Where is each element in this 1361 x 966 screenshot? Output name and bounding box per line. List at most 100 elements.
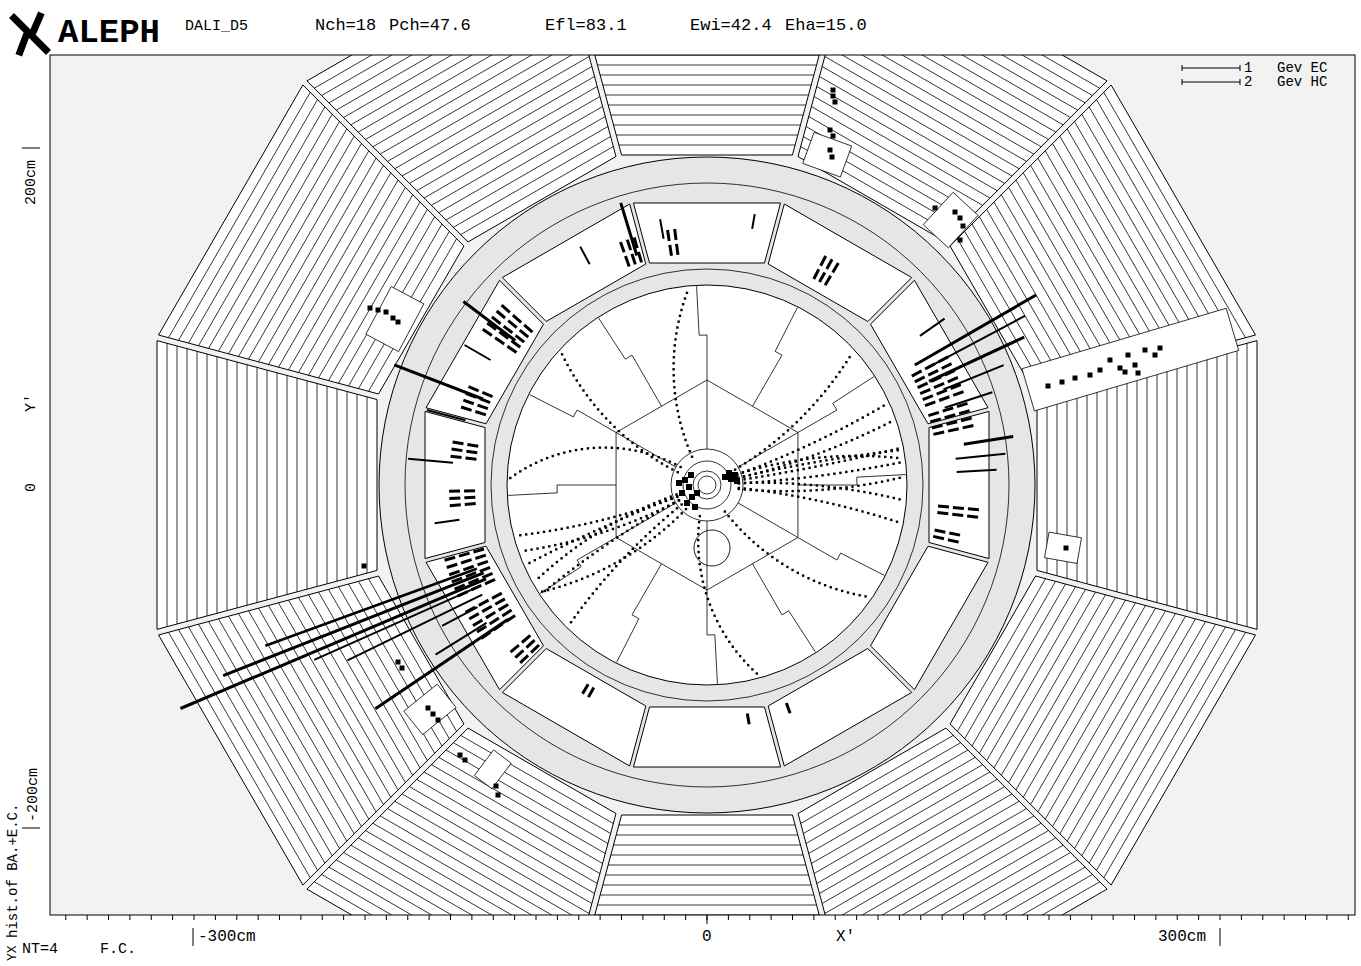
hatch-line [336, 55, 567, 110]
energy-bar [465, 345, 491, 360]
track-hit [636, 445, 638, 447]
hatch-line [424, 772, 600, 874]
track-hit [566, 526, 568, 528]
track-hit [858, 594, 860, 596]
hatch-line [409, 787, 594, 894]
track-hit [735, 650, 737, 652]
hatch-line [819, 787, 1004, 894]
track-hit [867, 512, 869, 514]
track-hit [670, 498, 672, 500]
sector-line [738, 433, 798, 468]
track-hit [667, 505, 669, 507]
track-hit [884, 456, 886, 458]
ecal-hit [928, 370, 938, 375]
track-hit [519, 470, 521, 472]
track-hit [674, 392, 676, 394]
track-hit [679, 466, 681, 468]
hcal-hit [436, 718, 441, 723]
ecal-hit [451, 456, 462, 457]
hcal-hit [1158, 346, 1163, 351]
track-hit [827, 488, 829, 490]
track-hit [813, 461, 815, 463]
track-hit [815, 499, 817, 501]
track-hit [762, 549, 764, 551]
track-hit [773, 473, 775, 475]
sector-line [738, 503, 798, 538]
hatch-line [994, 592, 1096, 768]
axis-tick [1177, 915, 1178, 920]
display-label: Gev HC [1277, 75, 1327, 89]
hatch-line [380, 55, 584, 154]
energy-bar [915, 295, 1036, 365]
display-label: DALI_D5 [185, 19, 248, 34]
tpc-outline [507, 285, 907, 685]
hatch-line [600, 895, 814, 896]
track-hit [595, 588, 597, 590]
track-hit [838, 504, 840, 506]
track-hit [673, 356, 675, 358]
hatch-line [852, 55, 1093, 96]
hatch-line [329, 55, 565, 103]
track-hit [671, 511, 673, 513]
track-hit [575, 580, 577, 582]
axis-tick [600, 915, 601, 920]
track-hit [672, 374, 674, 376]
hatch-line [267, 370, 268, 600]
tower-box [404, 684, 456, 734]
hcal-hit [1088, 373, 1093, 378]
ecal-hit [453, 442, 464, 444]
track-hit [599, 583, 601, 585]
track-hit [851, 422, 853, 424]
track-hit [767, 474, 769, 476]
track-hit [667, 515, 669, 517]
track-hit [820, 395, 822, 397]
track-hit [765, 465, 767, 467]
ecal-hit [502, 610, 511, 616]
track-hit [609, 523, 611, 525]
track-hit [680, 503, 682, 505]
track-hit [631, 526, 633, 528]
ecal-hit [938, 505, 949, 509]
track-hit [596, 550, 598, 552]
track-hit [597, 570, 599, 572]
track-hit [796, 421, 798, 423]
track-hit [879, 452, 881, 454]
hatch-line [852, 874, 1093, 915]
axis-tick [1049, 915, 1050, 920]
hatch-line [387, 55, 586, 161]
ecal-hit [502, 305, 510, 312]
track-hit [890, 456, 892, 458]
ecal-hit [475, 555, 485, 558]
track-hit [697, 533, 699, 535]
ecal-hit [464, 489, 475, 492]
track-hit [773, 441, 775, 443]
track-hit [754, 455, 756, 457]
hcal-hit [828, 148, 833, 153]
track-hit [848, 356, 850, 358]
hatch-line [395, 801, 589, 913]
hatch-line [1067, 619, 1195, 841]
hatch-line [825, 801, 1019, 913]
track-hit [812, 457, 814, 459]
axis-tick [1262, 915, 1263, 920]
track-hit [610, 523, 612, 525]
track-hit [846, 425, 848, 427]
track-hit [814, 441, 816, 443]
ecal-hit [952, 514, 963, 515]
hatch-line [1089, 627, 1225, 863]
energy-bar [394, 365, 483, 399]
track-hit [782, 461, 784, 463]
hatch-line [846, 55, 1077, 110]
track-hit [844, 459, 846, 461]
track-hit [549, 530, 551, 532]
ecal-hit [524, 325, 532, 332]
vertex-hit [734, 478, 740, 484]
ecal-hit [915, 377, 925, 382]
track-hit [609, 422, 611, 424]
ecal-hit [467, 444, 478, 446]
track-hit [742, 471, 744, 473]
track-hit [547, 569, 549, 571]
hatch-line [1227, 349, 1228, 622]
track-hit [864, 595, 866, 597]
track-hit [728, 641, 730, 643]
